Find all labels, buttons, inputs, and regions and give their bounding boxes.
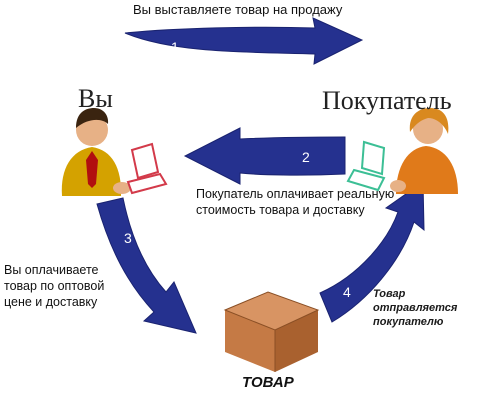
seller-label: Вы [78, 84, 113, 113]
arrow-3-icon [96, 197, 197, 334]
seller-laptop-icon [126, 142, 168, 195]
arrow-2-icon [183, 127, 346, 185]
product-label: ТОВАР [242, 374, 294, 391]
step-4-caption: Товар отправляется покупателю [373, 288, 458, 328]
step-3-caption: Вы оплачиваете товар по оптовой цене и д… [4, 263, 105, 309]
step-1-caption: Вы выставляете товар на продажу [133, 2, 343, 17]
step-number-2: 2 [302, 149, 310, 165]
step-2-caption: Покупатель оплачивает реальную стоимость… [196, 187, 395, 217]
step-number-1: 1 [171, 39, 179, 55]
buyer-laptop-icon [346, 140, 386, 192]
product-box-icon [223, 291, 320, 372]
arrow-4-icon [319, 181, 425, 323]
step-number-4: 4 [343, 284, 351, 300]
seller-figure-icon [61, 108, 131, 196]
buyer-figure-icon [390, 108, 458, 194]
step-number-3: 3 [124, 230, 132, 246]
arrow-1-icon [124, 17, 364, 65]
buyer-label: Покупатель [322, 86, 452, 115]
